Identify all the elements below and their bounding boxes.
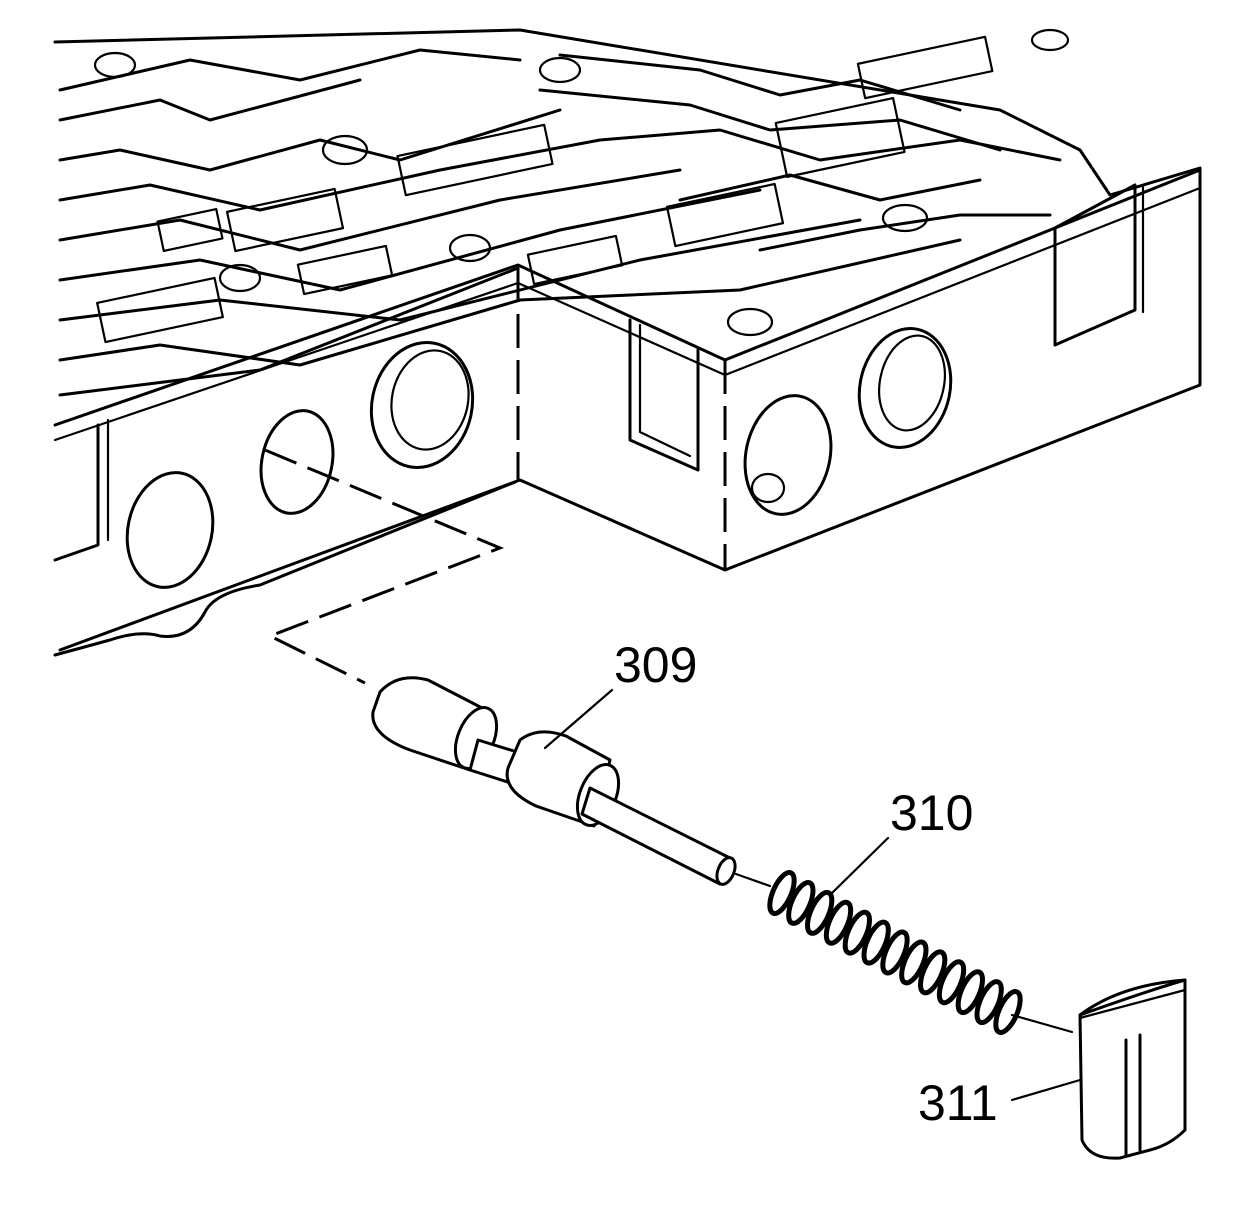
spring-coil (823, 899, 854, 946)
fluid-passages (58, 28, 1070, 397)
spring-coil (974, 979, 1004, 1026)
spring-coil (786, 879, 816, 926)
spring-coil (955, 969, 985, 1016)
valve-body (53, 28, 1202, 657)
callout-309: 309 (614, 637, 697, 693)
spring-coil (767, 870, 797, 916)
spring-coil (880, 929, 910, 976)
spring-coil (936, 959, 967, 1006)
leader-lines (543, 688, 1082, 1102)
spring-axis (734, 872, 772, 888)
valve-309 (371, 676, 737, 886)
callout-310: 310 (890, 785, 973, 841)
assembly-line (264, 448, 505, 685)
retainer-axis (1010, 1013, 1074, 1034)
valve-bores (125, 327, 953, 589)
retainer-311 (1078, 978, 1187, 1160)
spring-coil (861, 919, 891, 966)
spring-coil (842, 909, 872, 956)
spring-coil (918, 949, 948, 996)
callout-311: 311 (918, 1075, 998, 1131)
spring-coil (993, 989, 1023, 1035)
spring-coil (899, 939, 929, 986)
spring-310 (767, 870, 1023, 1035)
spring-coil (805, 889, 835, 936)
